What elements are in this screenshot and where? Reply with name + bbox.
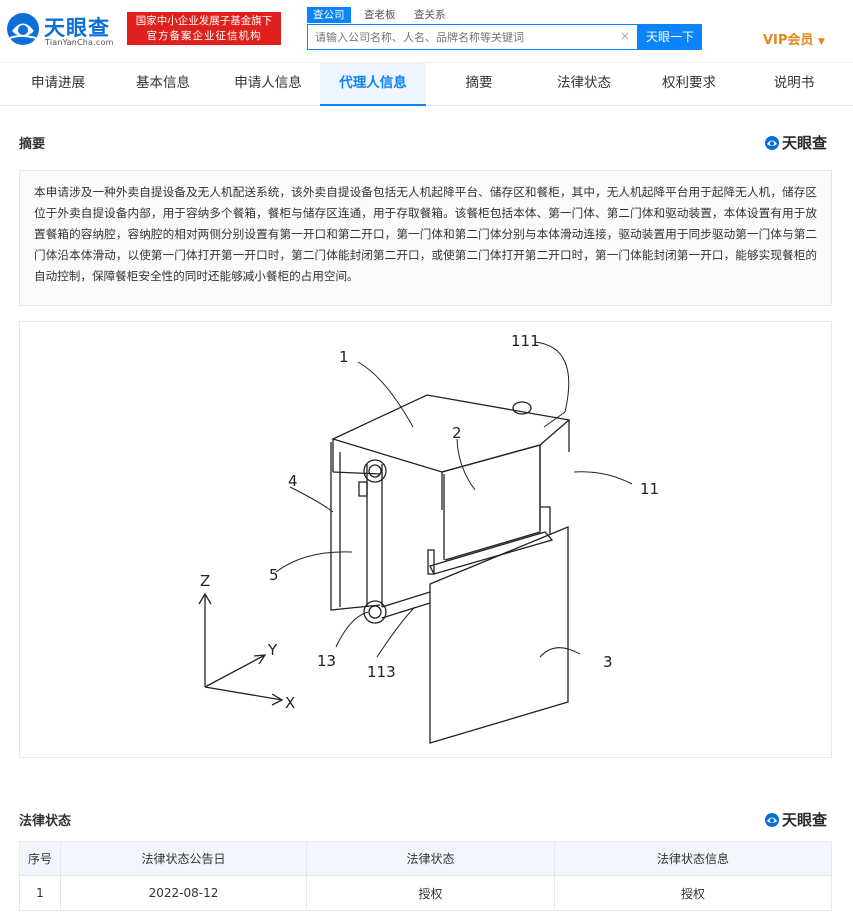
tianyancha-small-icon [764,812,780,832]
logo-text: 天眼查 [44,16,110,40]
patent-drawing-svg: 1 111 2 4 11 5 Z Y 13 113 3 X [198,332,659,744]
table-row: 1 2022-08-12 授权 授权 [19,875,832,911]
search-tab-relation[interactable]: 查关系 [414,9,446,21]
site-logo[interactable]: 天眼查 TianYanCha.com [6,10,118,50]
tab-legal-status[interactable]: 法律状态 [557,75,611,91]
tab-applicant-info[interactable]: 申请人信息 [234,75,302,91]
fig-label-3: 3 [603,653,613,671]
search-box: × [307,24,638,50]
tianyancha-small-icon [764,135,780,155]
detail-tabs: 申请进展 基本信息 申请人信息 代理人信息 摘要 法律状态 权利要求 说明书 [0,62,853,106]
column-header-status: 法律状态 [306,841,555,876]
abstract-section-title: 摘要 [19,137,46,152]
legal-brand-mark: 天眼查 [764,809,828,829]
badge-line-2: 官方备案企业征信机构 [146,30,262,42]
column-header-date: 法律状态公告日 [60,841,307,876]
fig-label-z: Z [200,572,210,590]
site-header: 天眼查 TianYanCha.com 国家中小企业发展子基金旗下 官方备案企业征… [0,0,853,62]
tab-abstract[interactable]: 摘要 [465,75,493,91]
column-header-status-info: 法律状态信息 [554,841,832,876]
abstract-text: 本申请涉及一种外卖自提设备及无人机配送系统，该外卖自提设备包括无人机起降平台、储… [19,170,832,306]
legal-section-title: 法律状态 [19,814,72,829]
column-header-index: 序号 [19,841,61,876]
search-button[interactable]: 天眼一下 [638,24,702,50]
official-badge[interactable]: 国家中小企业发展子基金旗下 官方备案企业征信机构 [127,12,281,45]
fig-label-1: 1 [339,348,349,366]
fig-label-5: 5 [269,566,279,584]
search-tab-boss[interactable]: 查老板 [364,9,396,21]
tianyancha-logo-icon [7,13,39,45]
chevron-down-icon: ▼ [817,37,825,47]
tab-description[interactable]: 说明书 [773,75,815,91]
tab-basic-info[interactable]: 基本信息 [136,75,190,91]
search-tab-company[interactable]: 查公司 [307,7,351,23]
legal-status-table: 序号 法律状态公告日 法律状态 法律状态信息 1 2022-08-12 授权 授… [19,841,832,911]
fig-label-13: 13 [317,652,336,670]
cell-status-info: 授权 [554,875,832,911]
fig-label-11: 11 [640,480,659,498]
tab-agent-info[interactable]: 代理人信息 [320,63,426,106]
fig-label-x: X [285,694,295,712]
abstract-brand-text: 天眼查 [782,134,828,152]
tab-application-progress[interactable]: 申请进展 [31,75,85,91]
vip-menu[interactable]: VIP会员 ▼ [763,29,825,48]
tab-claims[interactable]: 权利要求 [662,75,716,91]
patent-drawing: 1 111 2 4 11 5 Z Y 13 113 3 X [19,321,832,758]
logo-domain: TianYanCha.com [45,38,114,47]
cell-date: 2022-08-12 [60,875,307,911]
fig-label-113: 113 [367,663,396,681]
legal-brand-text: 天眼查 [782,811,828,829]
cell-status: 授权 [306,875,555,911]
fig-label-111: 111 [511,332,540,350]
badge-line-1: 国家中小企业发展子基金旗下 [135,15,273,27]
vip-label: VIP会员 [763,33,814,48]
fig-label-4: 4 [288,472,298,490]
abstract-brand-mark: 天眼查 [764,132,828,152]
fig-label-y: Y [267,641,278,659]
table-header-row: 序号 法律状态公告日 法律状态 法律状态信息 [19,841,832,876]
fig-label-2: 2 [452,424,462,442]
search-input[interactable] [315,25,615,49]
clear-icon[interactable]: × [619,29,630,43]
cell-index: 1 [19,875,61,911]
